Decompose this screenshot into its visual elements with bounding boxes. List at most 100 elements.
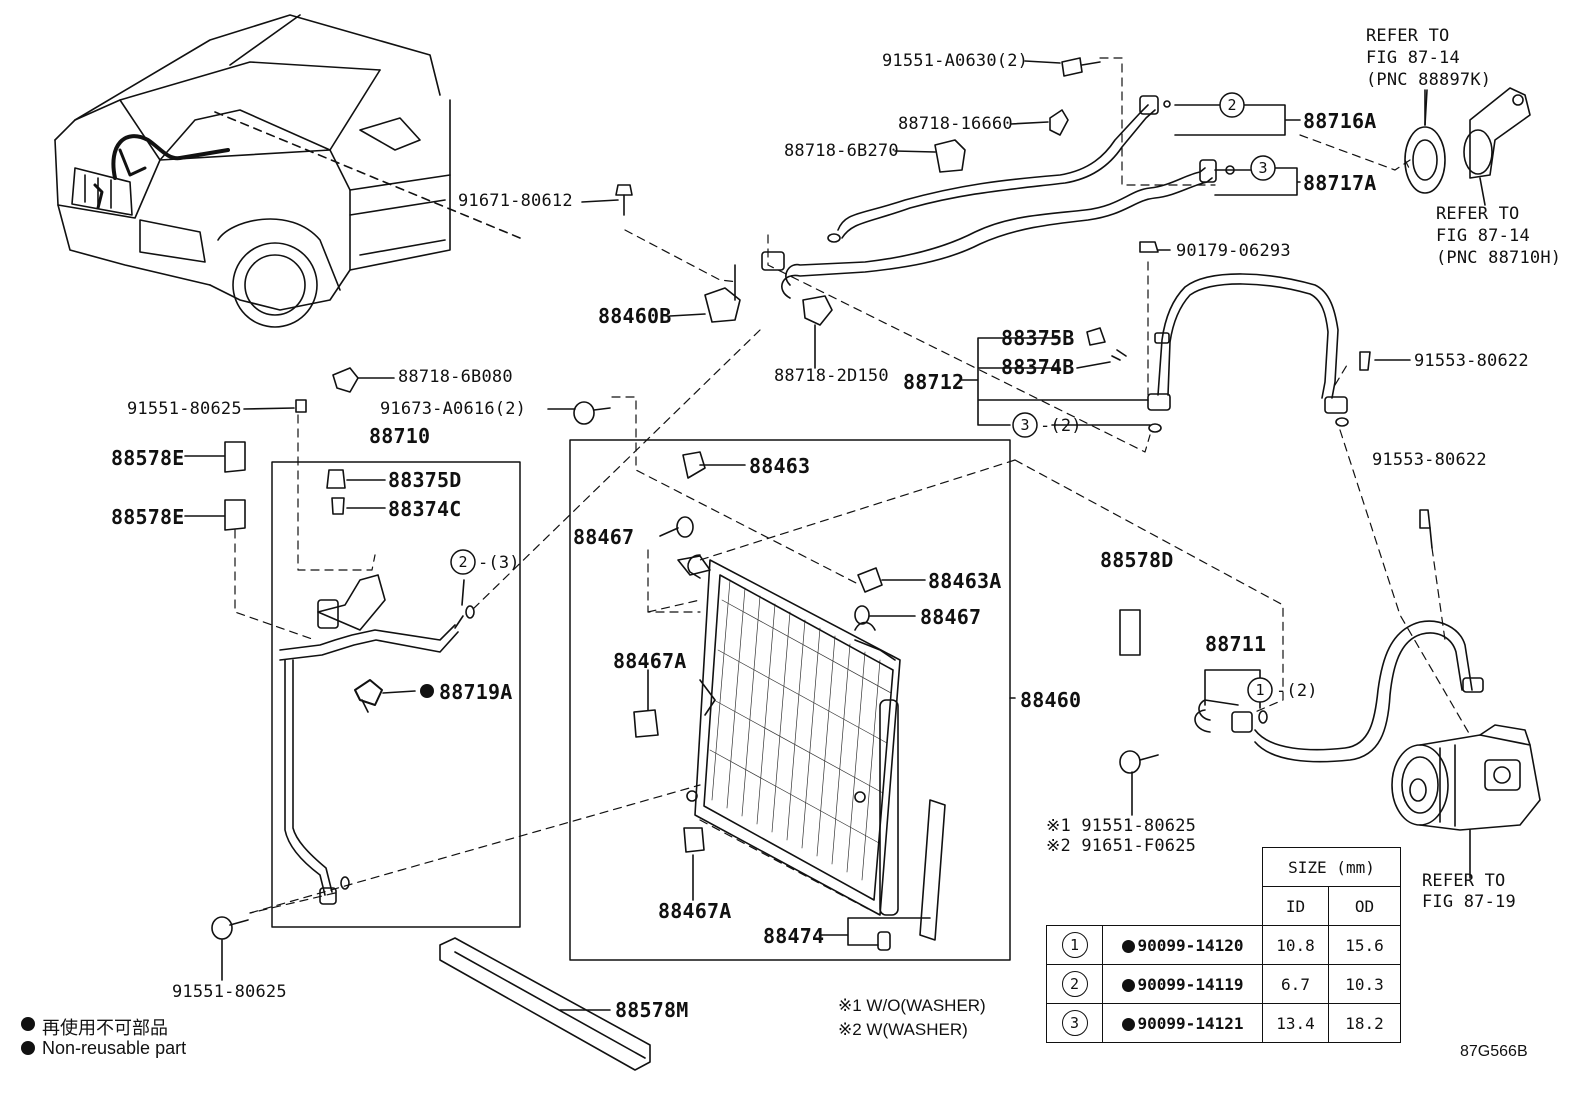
refer-8719-line2: FIG 87-19 xyxy=(1422,892,1516,912)
label-88374b: 88374B xyxy=(1001,355,1075,379)
refer-88897k-line3: (PNC 88897K) xyxy=(1366,70,1492,90)
table-row: 2 90099-14119 6.7 10.3 xyxy=(1046,964,1401,1004)
label-88467a-lower: 88467A xyxy=(658,899,732,923)
label-88719a: 88719A xyxy=(439,680,513,704)
label-91553-80622-lower: 91553-80622 xyxy=(1372,450,1487,470)
label-91551-a0630: 91551-A0630(2) xyxy=(882,51,1029,71)
refer-88897k-line2: FIG 87-14 xyxy=(1366,48,1460,68)
row-number: 2 xyxy=(1046,964,1103,1004)
label-88467-upper: 88467 xyxy=(573,525,635,549)
ring-callout-2a: 2 xyxy=(1227,96,1236,114)
qty-ring3-88712: -(2) xyxy=(1040,416,1082,436)
table-header-od: OD xyxy=(1328,886,1401,926)
suction-tube-88712 xyxy=(1147,273,1349,433)
qty-ring1-88711: -(2) xyxy=(1276,681,1318,701)
table-header-id: ID xyxy=(1262,886,1329,926)
non-reusable-dot-icon xyxy=(1121,1017,1135,1031)
label-88467-lower: 88467 xyxy=(920,605,982,629)
table-blank xyxy=(1047,887,1103,926)
non-reusable-dot-icon xyxy=(420,684,434,698)
row-number: 1 xyxy=(1046,925,1103,965)
table-blank xyxy=(1103,848,1263,887)
compressor-fittings-top xyxy=(1404,87,1531,206)
label-88711: 88711 xyxy=(1205,632,1267,656)
label-91673-a0616: 91673-A0616(2) xyxy=(380,399,527,419)
label-88710: 88710 xyxy=(369,424,431,448)
label-88375b: 88375B xyxy=(1001,326,1075,350)
o-ring-size-table: SIZE (mm) ID OD 1 90099-14120 10.8 15.6 … xyxy=(1046,847,1401,1043)
label-91671-80612: 91671-80612 xyxy=(458,191,573,211)
vehicle-sketch xyxy=(54,14,521,328)
table-row: 3 90099-14121 13.4 18.2 xyxy=(1046,1003,1401,1043)
label-88718-6b080: 88718-6B080 xyxy=(398,367,513,387)
suction-hose-88717a xyxy=(761,159,1235,299)
legend-english: Non-reusable part xyxy=(42,1038,187,1058)
label-88463: 88463 xyxy=(749,454,811,478)
figure-code: 87G566B xyxy=(1460,1043,1528,1060)
legend-dot-icon xyxy=(21,1017,35,1031)
leader-lines xyxy=(184,60,1433,1011)
refer-88897k-line1: REFER TO xyxy=(1366,26,1450,46)
refer-8719-line1: REFER TO xyxy=(1422,871,1506,891)
refer-88710h-line2: FIG 87-14 xyxy=(1436,226,1530,246)
row-id: 10.8 xyxy=(1262,925,1329,965)
label-88578m: 88578M xyxy=(615,998,689,1022)
liquid-tube-group xyxy=(271,461,521,928)
refer-88710h-line3: (PNC 88710H) xyxy=(1436,248,1562,268)
note-without-washer: ※1 W/O(WASHER) xyxy=(838,996,986,1015)
label-88375d: 88375D xyxy=(388,468,462,492)
ring-callout-2b: 2 xyxy=(458,553,467,571)
compressor xyxy=(1391,724,1541,879)
row-number: 3 xyxy=(1046,1003,1103,1043)
label-88718-16660: 88718-16660 xyxy=(898,114,1013,134)
label-91551-80625-upper: 91551-80625 xyxy=(127,399,242,419)
label-88463a: 88463A xyxy=(928,569,1002,593)
condenser xyxy=(569,439,1011,961)
label-91553-80622-upper: 91553-80622 xyxy=(1414,351,1529,371)
label-90179-06293: 90179-06293 xyxy=(1176,241,1291,261)
legend-japanese: 再使用不可部品 xyxy=(42,1018,168,1038)
label-88712: 88712 xyxy=(903,370,965,394)
table-row: 1 90099-14120 10.8 15.6 xyxy=(1046,925,1401,965)
row-part-number: 90099-14121 xyxy=(1102,1003,1263,1043)
label-88578e-2: 88578E xyxy=(111,505,185,529)
row-od: 18.2 xyxy=(1328,1003,1401,1043)
table-blank xyxy=(1047,848,1103,887)
ring-callout-3a: 3 xyxy=(1258,159,1267,177)
label-88374c: 88374C xyxy=(388,497,462,521)
label-88716a: 88716A xyxy=(1303,109,1377,133)
label-washer-option-2: ※2 91651-F0625 xyxy=(1046,836,1197,856)
label-washer-option-1: ※1 91551-80625 xyxy=(1046,816,1197,836)
label-91551-80625-lower: 91551-80625 xyxy=(172,982,287,1002)
table-blank xyxy=(1103,887,1263,926)
label-88460b: 88460B xyxy=(598,304,672,328)
ring-callout-1: 1 xyxy=(1255,681,1264,699)
non-reusable-dot-icon xyxy=(1121,978,1135,992)
label-88467a-upper: 88467A xyxy=(613,649,687,673)
legend-dot-icon-2 xyxy=(21,1041,35,1055)
table-header-size: SIZE (mm) xyxy=(1262,847,1401,887)
label-88717a: 88717A xyxy=(1303,171,1377,195)
dashed-reference-lines xyxy=(234,57,1471,914)
label-88578e-1: 88578E xyxy=(111,446,185,470)
row-od: 15.6 xyxy=(1328,925,1401,965)
qty-ring2-88710: -(3) xyxy=(478,553,520,573)
label-88460: 88460 xyxy=(1020,688,1082,712)
refer-88710h-line1: REFER TO xyxy=(1436,204,1520,224)
row-part-number: 90099-14119 xyxy=(1102,964,1263,1004)
bolts-and-clips xyxy=(211,57,1431,1071)
ring-callouts xyxy=(450,92,1276,703)
label-88718-2d150: 88718-2D150 xyxy=(774,366,889,386)
ring-callout-3b: 3 xyxy=(1020,416,1029,434)
label-88474: 88474 xyxy=(763,924,825,948)
non-reusable-dot-icon xyxy=(1121,939,1135,953)
discharge-hose-88716a xyxy=(827,95,1171,243)
row-id: 6.7 xyxy=(1262,964,1329,1004)
note-with-washer: ※2 W(WASHER) xyxy=(838,1020,968,1039)
label-88718-6b270: 88718-6B270 xyxy=(784,141,899,161)
row-od: 10.3 xyxy=(1328,964,1401,1004)
row-id: 13.4 xyxy=(1262,1003,1329,1043)
label-88578d: 88578D xyxy=(1100,548,1174,572)
row-part-number: 90099-14120 xyxy=(1102,925,1263,965)
